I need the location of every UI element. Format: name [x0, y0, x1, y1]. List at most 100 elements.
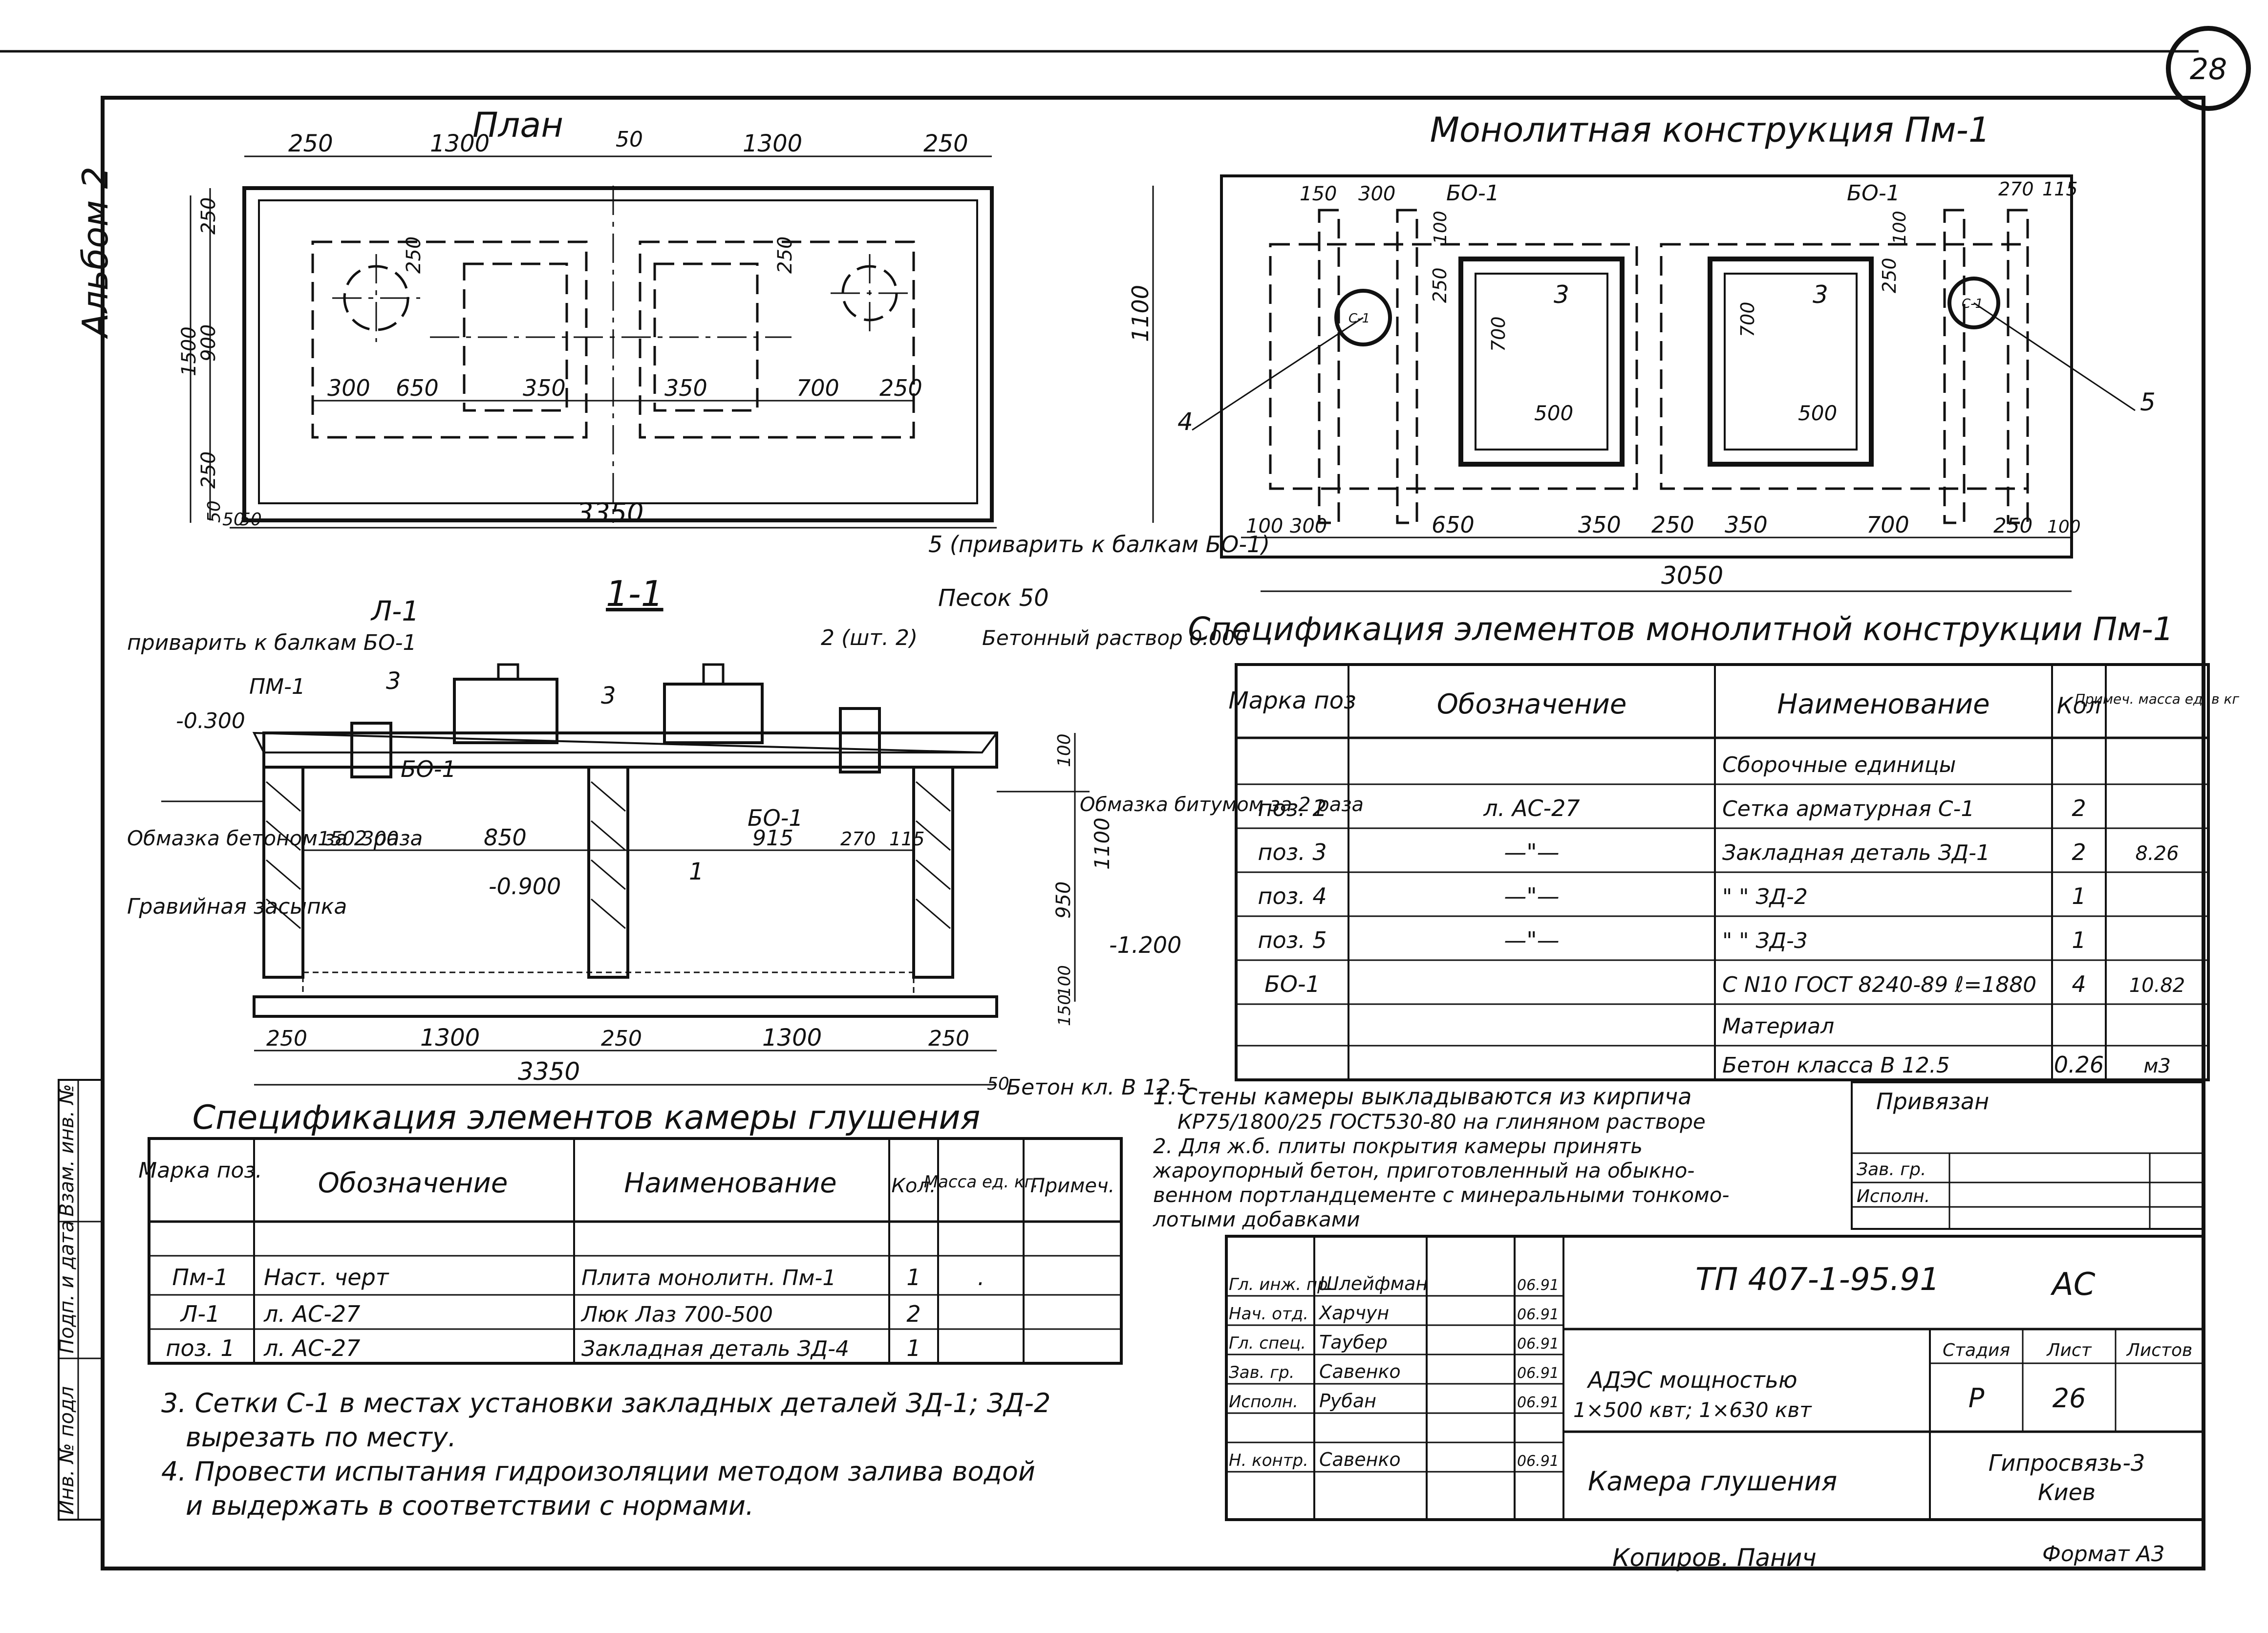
spec-chamber-h-name: Наименование — [624, 1167, 836, 1199]
spec-chamber-cell-r1-c2: Плита монолитн. Пм-1 — [581, 1266, 836, 1290]
callout-pos1: 1 — [689, 858, 704, 885]
spec-pm1-cell-r7-c2: Бетон класса В 12.5 — [1722, 1053, 1950, 1078]
spec-chamber-cell-r1-c1: Наст. черт — [264, 1264, 389, 1290]
pm1-dim-b-350a: 350 — [1578, 512, 1621, 538]
note-2-line-2: жароупорный бетон, приготовленный на обы… — [1153, 1159, 1694, 1182]
plan-dim-left-1500: 1500 — [178, 326, 200, 376]
project-line-1: АДЭС мощностью — [1586, 1367, 1797, 1393]
callout-weld-bo1-left: приварить к балкам БО-1 — [127, 630, 416, 655]
spec-chamber-cell-r2-c3: 2 — [906, 1301, 920, 1327]
level-minus-0900: -0.900 — [489, 873, 561, 900]
sec-dim-915: 915 — [752, 826, 793, 851]
pm1-mesh-right: С-1 — [1962, 297, 1983, 311]
spec-chamber-cell-r3-c1: л. АС-27 — [263, 1335, 360, 1361]
pm1-dim-b-250b: 250 — [1993, 514, 2033, 537]
spec-pm1-cell-r3-c0: поз. 4 — [1258, 883, 1327, 909]
note-1-line-2: КР75/1800/25 ГОСТ530-80 на глиняном раст… — [1177, 1110, 1706, 1134]
sec-dim-115: 115 — [889, 828, 925, 850]
copied-by: Копиров. Панич — [1612, 1544, 1817, 1572]
note-4-line-1: 4. Провести испытания гидроизоляции мето… — [161, 1456, 1035, 1487]
section-wall-middle — [587, 766, 629, 979]
pm1-dim-250-left: 250 — [1429, 267, 1451, 303]
pm1-pipe-right — [1947, 277, 2000, 329]
spec-pm1-cell-r2-c3: 2 — [2072, 839, 2086, 865]
binding-box: Привязан Зав. гр. Исполн. — [1851, 1081, 2204, 1230]
sec-dim-b-250c: 250 — [928, 1026, 969, 1051]
spec-pm1-cell-r2-c2: Закладная деталь ЗД-1 — [1722, 840, 1990, 865]
callout-pm1: ПМ-1 — [249, 674, 305, 699]
plan-dim-inner-250-b: 250 — [774, 236, 796, 274]
plan-dim-left-900: 900 — [197, 324, 220, 362]
pm1-title: Монолитная конструкция Пм-1 — [1430, 110, 1990, 150]
spec-pm1-cell-r6-c2: Материал — [1722, 1014, 1834, 1039]
pm1-dim-300: 300 — [1358, 183, 1395, 205]
signer-role-6: Н. контр. — [1229, 1451, 1308, 1470]
pm1-view: Монолитная конструкция Пм-1 1100 150 300… — [1127, 110, 2156, 592]
plan-dim-inner-250-c: 250 — [879, 375, 922, 401]
plan-dim-inner-700: 700 — [796, 375, 839, 401]
section-base-slab — [253, 995, 998, 1018]
spec-chamber-cell-r1-c0: Пм-1 — [172, 1264, 228, 1290]
pm1-dim-115: 115 — [2042, 178, 2078, 200]
album-label: Альбом 2 — [75, 167, 116, 339]
pm1-pos4-label: 4 — [1177, 408, 1193, 436]
spec-pm1-cell-r1-c0: поз. 2 — [1258, 795, 1327, 821]
spec-pm1-cell-r5-c0: БО-1 — [1264, 971, 1320, 997]
signer-date-2: 06.91 — [1517, 1335, 1559, 1353]
spec-pm1-cell-r4-c0: поз. 5 — [1258, 927, 1327, 953]
signer-role-0: Гл. инж. пр. — [1229, 1275, 1333, 1294]
stamp-replace-inv: Взам. инв. № — [56, 1084, 78, 1217]
pm1-dim-b-700: 700 — [1866, 512, 1909, 538]
pm1-dim-500-right: 500 — [1798, 401, 1837, 425]
spec-pm1-cell-r1-c3: 2 — [2072, 795, 2086, 821]
project-line-2: 1×500 квт; 1×630 квт — [1573, 1398, 1812, 1422]
pm1-dim-b-100b: 100 — [2047, 517, 2081, 537]
note-2-line-3: венном портландцементе с минеральными то… — [1153, 1183, 1730, 1207]
pm1-dim-total-3050: 3050 — [1661, 561, 1723, 590]
sec-dim-total-3350: 3350 — [518, 1057, 580, 1086]
spec-pm1-cell-r5-c2: С N10 ГОСТ 8240-89 ℓ=1880 — [1722, 972, 2036, 997]
spec-pm1-cell-r0-c2: Сборочные единицы — [1722, 752, 1956, 777]
sheets-header: Листов — [2126, 1340, 2192, 1360]
level-minus-0300: -0.300 — [176, 709, 245, 733]
spec-pm1-cell-r4-c2: " " ЗД-3 — [1722, 928, 1808, 953]
callout-gravel-fill: Гравийная засыпка — [127, 894, 347, 919]
pm1-hatch-right — [1708, 257, 1874, 467]
spec-chamber-h-qty: Кол. — [891, 1175, 936, 1197]
sec-dim-950: 950 — [1052, 881, 1075, 919]
section-cover-slab — [262, 731, 998, 769]
plan-dim-left-50: 50 — [204, 500, 224, 523]
plan-dim-bottom-50-b: 50 — [239, 510, 262, 530]
spec-chamber-cell-r3-c2: Закладная деталь ЗД-4 — [581, 1336, 849, 1361]
spec-chamber-cell-r2-c1: л. АС-27 — [263, 1301, 360, 1327]
pm1-dim-b-100: 100 — [1246, 515, 1283, 537]
plan-dim-top-gap: 50 — [616, 127, 643, 152]
binding-row-zav: Зав. гр. — [1857, 1160, 1926, 1180]
signer-name-6: Савенко — [1319, 1449, 1401, 1470]
level-minus-1200: -1.200 — [1109, 932, 1181, 958]
callout-bo1-left: БО-1 — [401, 756, 456, 782]
pm1-dim-270: 270 — [1998, 178, 2034, 200]
sec-dim-100-bottom: 100 — [1055, 965, 1074, 997]
stamp-sign-date: Подп. и дата — [56, 1221, 78, 1354]
pm1-dim-b-350b: 350 — [1725, 512, 1768, 538]
pm1-outline — [1220, 174, 2073, 559]
sec-dim-850: 850 — [484, 824, 527, 851]
sheet-header: Лист — [2046, 1340, 2092, 1360]
plan-dim-left-250-bottom: 250 — [197, 451, 220, 489]
stamp-inv-orig: Инв. № подл — [56, 1386, 78, 1515]
pm1-dim-100-left: 100 — [1431, 211, 1451, 244]
sheet-value: 26 — [2053, 1383, 2086, 1414]
sec-dim-50: 50 — [987, 1074, 1009, 1094]
sec-dim-100-top: 100 — [1054, 733, 1074, 767]
plan-dim-top-250-left: 250 — [288, 130, 333, 157]
signer-role-1: Нач. отд. — [1229, 1304, 1308, 1324]
plan-dim-bottom-3350: 3350 — [577, 497, 643, 528]
signer-name-0: Шлейфман — [1319, 1273, 1428, 1294]
spec-pm1-cell-r7-c3: 0.26 — [2054, 1052, 2104, 1078]
callout-sand: Песок 50 — [938, 584, 1049, 612]
signer-date-1: 06.91 — [1517, 1306, 1559, 1323]
